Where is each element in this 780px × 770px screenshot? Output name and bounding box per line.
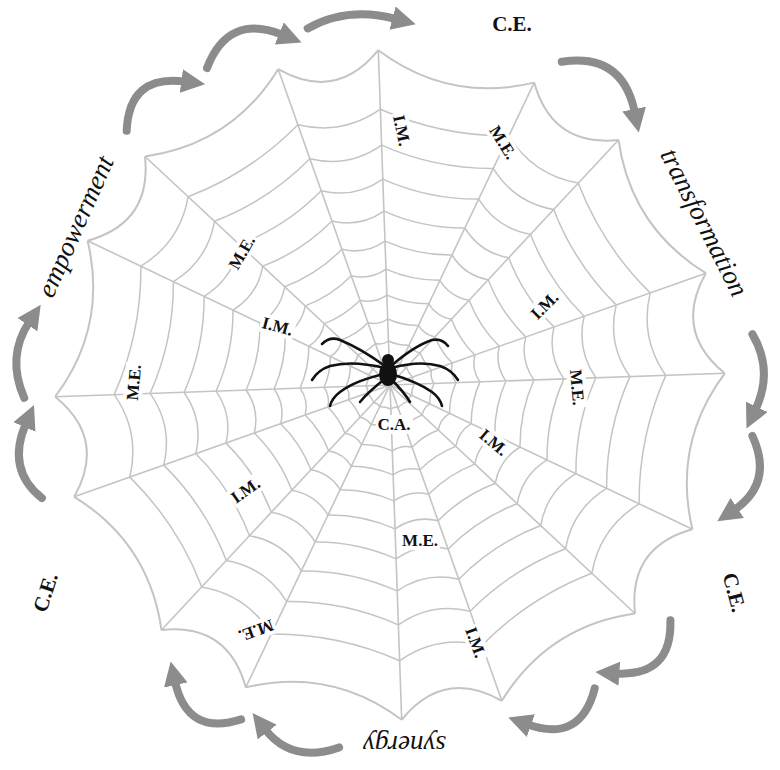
web-label: M.E. [566,366,588,407]
web-label: I.M. [226,472,266,508]
cycle-arrow [207,29,283,68]
web-label: I.M. [259,312,298,339]
cycle-arrow [16,321,29,397]
cycle-label: C.E. [490,13,534,36]
cycle-arrow [175,681,241,723]
web-label: M.E. [234,614,278,645]
cycle-arrow [19,423,42,498]
web-spoke [390,385,402,720]
web-label: C.A. [376,415,413,434]
web-ring [55,50,725,720]
web-spoke [162,385,391,630]
web-spoke [378,50,390,385]
cycle-arrow [562,61,635,113]
spider-head [382,354,394,366]
cycle-label: C.E. [28,568,63,617]
web-label: I.M. [461,622,491,662]
web-label: I.M. [389,111,415,149]
web-spoke [390,273,706,385]
spider-leg [391,340,448,366]
web-ring [300,295,480,475]
spider-leg [322,339,385,366]
web-ring [274,269,506,501]
cycle-arrow [308,14,397,28]
web-spoke [390,385,635,614]
web-spoke [390,140,619,385]
spider-leg [330,374,385,406]
web-label: M.E. [123,361,145,402]
web-label: M.E. [224,230,260,274]
cycle-arrow [527,688,595,729]
web-ring [184,179,596,591]
cycle-word: empowerment [31,149,121,303]
web-spoke [278,69,390,385]
cycle-arrow [265,729,339,753]
web-ring [246,241,534,529]
web-ring [150,145,630,625]
web-label: I.M. [526,286,564,324]
web-ring [114,109,666,661]
web-ring [324,319,456,451]
web-ring [366,361,414,409]
cycle-arrow [615,620,670,673]
spider-leg [391,374,442,406]
cycle-arrow [127,81,186,131]
cycle-arrow [752,334,764,410]
web-ring [216,211,564,559]
web-spoke [74,385,390,497]
cycle-arrow [734,436,760,510]
cycle-label: C.E. [717,568,751,616]
web-spoke [145,157,390,386]
web-label: M.E. [400,531,440,550]
web-label: I.M. [474,423,513,460]
web-spoke [390,373,725,385]
web-label: M.E. [484,120,521,164]
cycle-word: synergy [361,730,448,759]
